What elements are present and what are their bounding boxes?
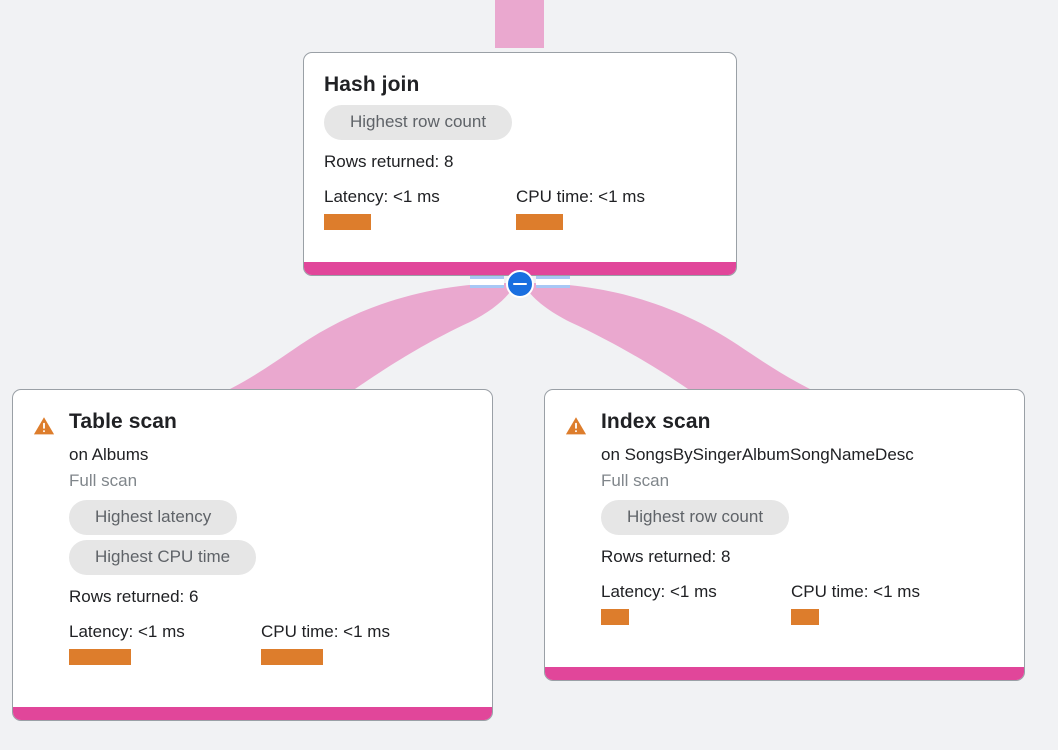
metric-latency-bar [324, 214, 371, 230]
node-body: Hash join Highest row count Rows returne… [304, 53, 736, 262]
rows-returned-text: Rows returned: 8 [601, 547, 731, 566]
node-title: Table scan [69, 410, 177, 433]
node-chip-list: Highest row count [324, 105, 716, 140]
rows-returned-text: Rows returned: 6 [69, 587, 199, 606]
minus-icon [513, 282, 527, 286]
metric-latency: Latency: <1 ms [69, 621, 261, 665]
node-metrics: Latency: <1 ms CPU time: <1 ms [69, 621, 472, 665]
node-accent-bar [545, 667, 1024, 680]
metric-cpu-time-bar [261, 649, 323, 665]
metric-cpu-time-bar [791, 609, 819, 625]
edge-hash-join-to-table-scan [230, 283, 513, 389]
metric-cpu-time-label: CPU time: <1 ms [516, 187, 645, 206]
node-subtitle: on SongsBySingerAlbumSongNameDesc [601, 445, 914, 464]
metric-cpu-time: CPU time: <1 ms [516, 186, 645, 230]
metric-latency-label: Latency: <1 ms [69, 622, 185, 641]
metric-cpu-time-bar [516, 214, 563, 230]
node-card-hash-join[interactable]: Hash join Highest row count Rows returne… [303, 52, 737, 276]
node-subtitle: on Albums [69, 445, 149, 464]
node-card-index-scan[interactable]: Index scan on SongsBySingerAlbumSongName… [544, 389, 1025, 681]
metric-latency-label: Latency: <1 ms [601, 582, 717, 601]
warning-triangle-icon [565, 417, 587, 435]
chip-highest-row-count: Highest row count [601, 500, 790, 535]
metric-cpu-time: CPU time: <1 ms [261, 621, 390, 665]
node-accent-bar [13, 707, 492, 720]
metric-latency: Latency: <1 ms [324, 186, 516, 230]
node-header: Index scan on SongsBySingerAlbumSongName… [565, 408, 1004, 625]
node-scan-type: Full scan [69, 471, 138, 490]
node-metrics: Latency: <1 ms CPU time: <1 ms [324, 186, 716, 230]
edge-parent-to-hash-join [495, 0, 544, 48]
node-body: Index scan on SongsBySingerAlbumSongName… [545, 390, 1024, 667]
node-accent-bar [304, 262, 736, 275]
node-title-group: Index scan on SongsBySingerAlbumSongName… [601, 408, 1004, 625]
node-card-table-scan[interactable]: Table scan on Albums Full scan Highest l… [12, 389, 493, 721]
metric-latency-bar [69, 649, 131, 665]
metric-latency-bar [601, 609, 629, 625]
chip-highest-cpu-time: Highest CPU time [69, 540, 257, 575]
node-metrics: Latency: <1 ms CPU time: <1 ms [601, 581, 1004, 625]
edge-hash-join-to-index-scan [526, 283, 810, 389]
chip-highest-latency: Highest latency [69, 500, 238, 535]
collapse-subtree-toggle[interactable] [506, 270, 534, 298]
node-chip-list: Highest latency Highest CPU time [69, 500, 472, 575]
metric-cpu-time-label: CPU time: <1 ms [261, 622, 390, 641]
metric-latency-label: Latency: <1 ms [324, 187, 440, 206]
node-scan-type: Full scan [601, 471, 670, 490]
node-title: Hash join [324, 73, 420, 96]
node-chip-list: Highest row count [601, 500, 1004, 535]
node-title-group: Table scan on Albums Full scan Highest l… [69, 408, 472, 665]
node-body: Table scan on Albums Full scan Highest l… [13, 390, 492, 707]
node-header: Hash join [324, 71, 716, 99]
node-header: Table scan on Albums Full scan Highest l… [33, 408, 472, 665]
node-title-group: Hash join [324, 71, 716, 99]
warning-triangle-icon [33, 417, 55, 435]
metric-cpu-time-label: CPU time: <1 ms [791, 582, 920, 601]
rows-returned-text: Rows returned: 8 [324, 152, 454, 171]
metric-latency: Latency: <1 ms [601, 581, 791, 625]
node-title: Index scan [601, 410, 711, 433]
chip-highest-row-count: Highest row count [324, 105, 513, 140]
metric-cpu-time: CPU time: <1 ms [791, 581, 920, 625]
